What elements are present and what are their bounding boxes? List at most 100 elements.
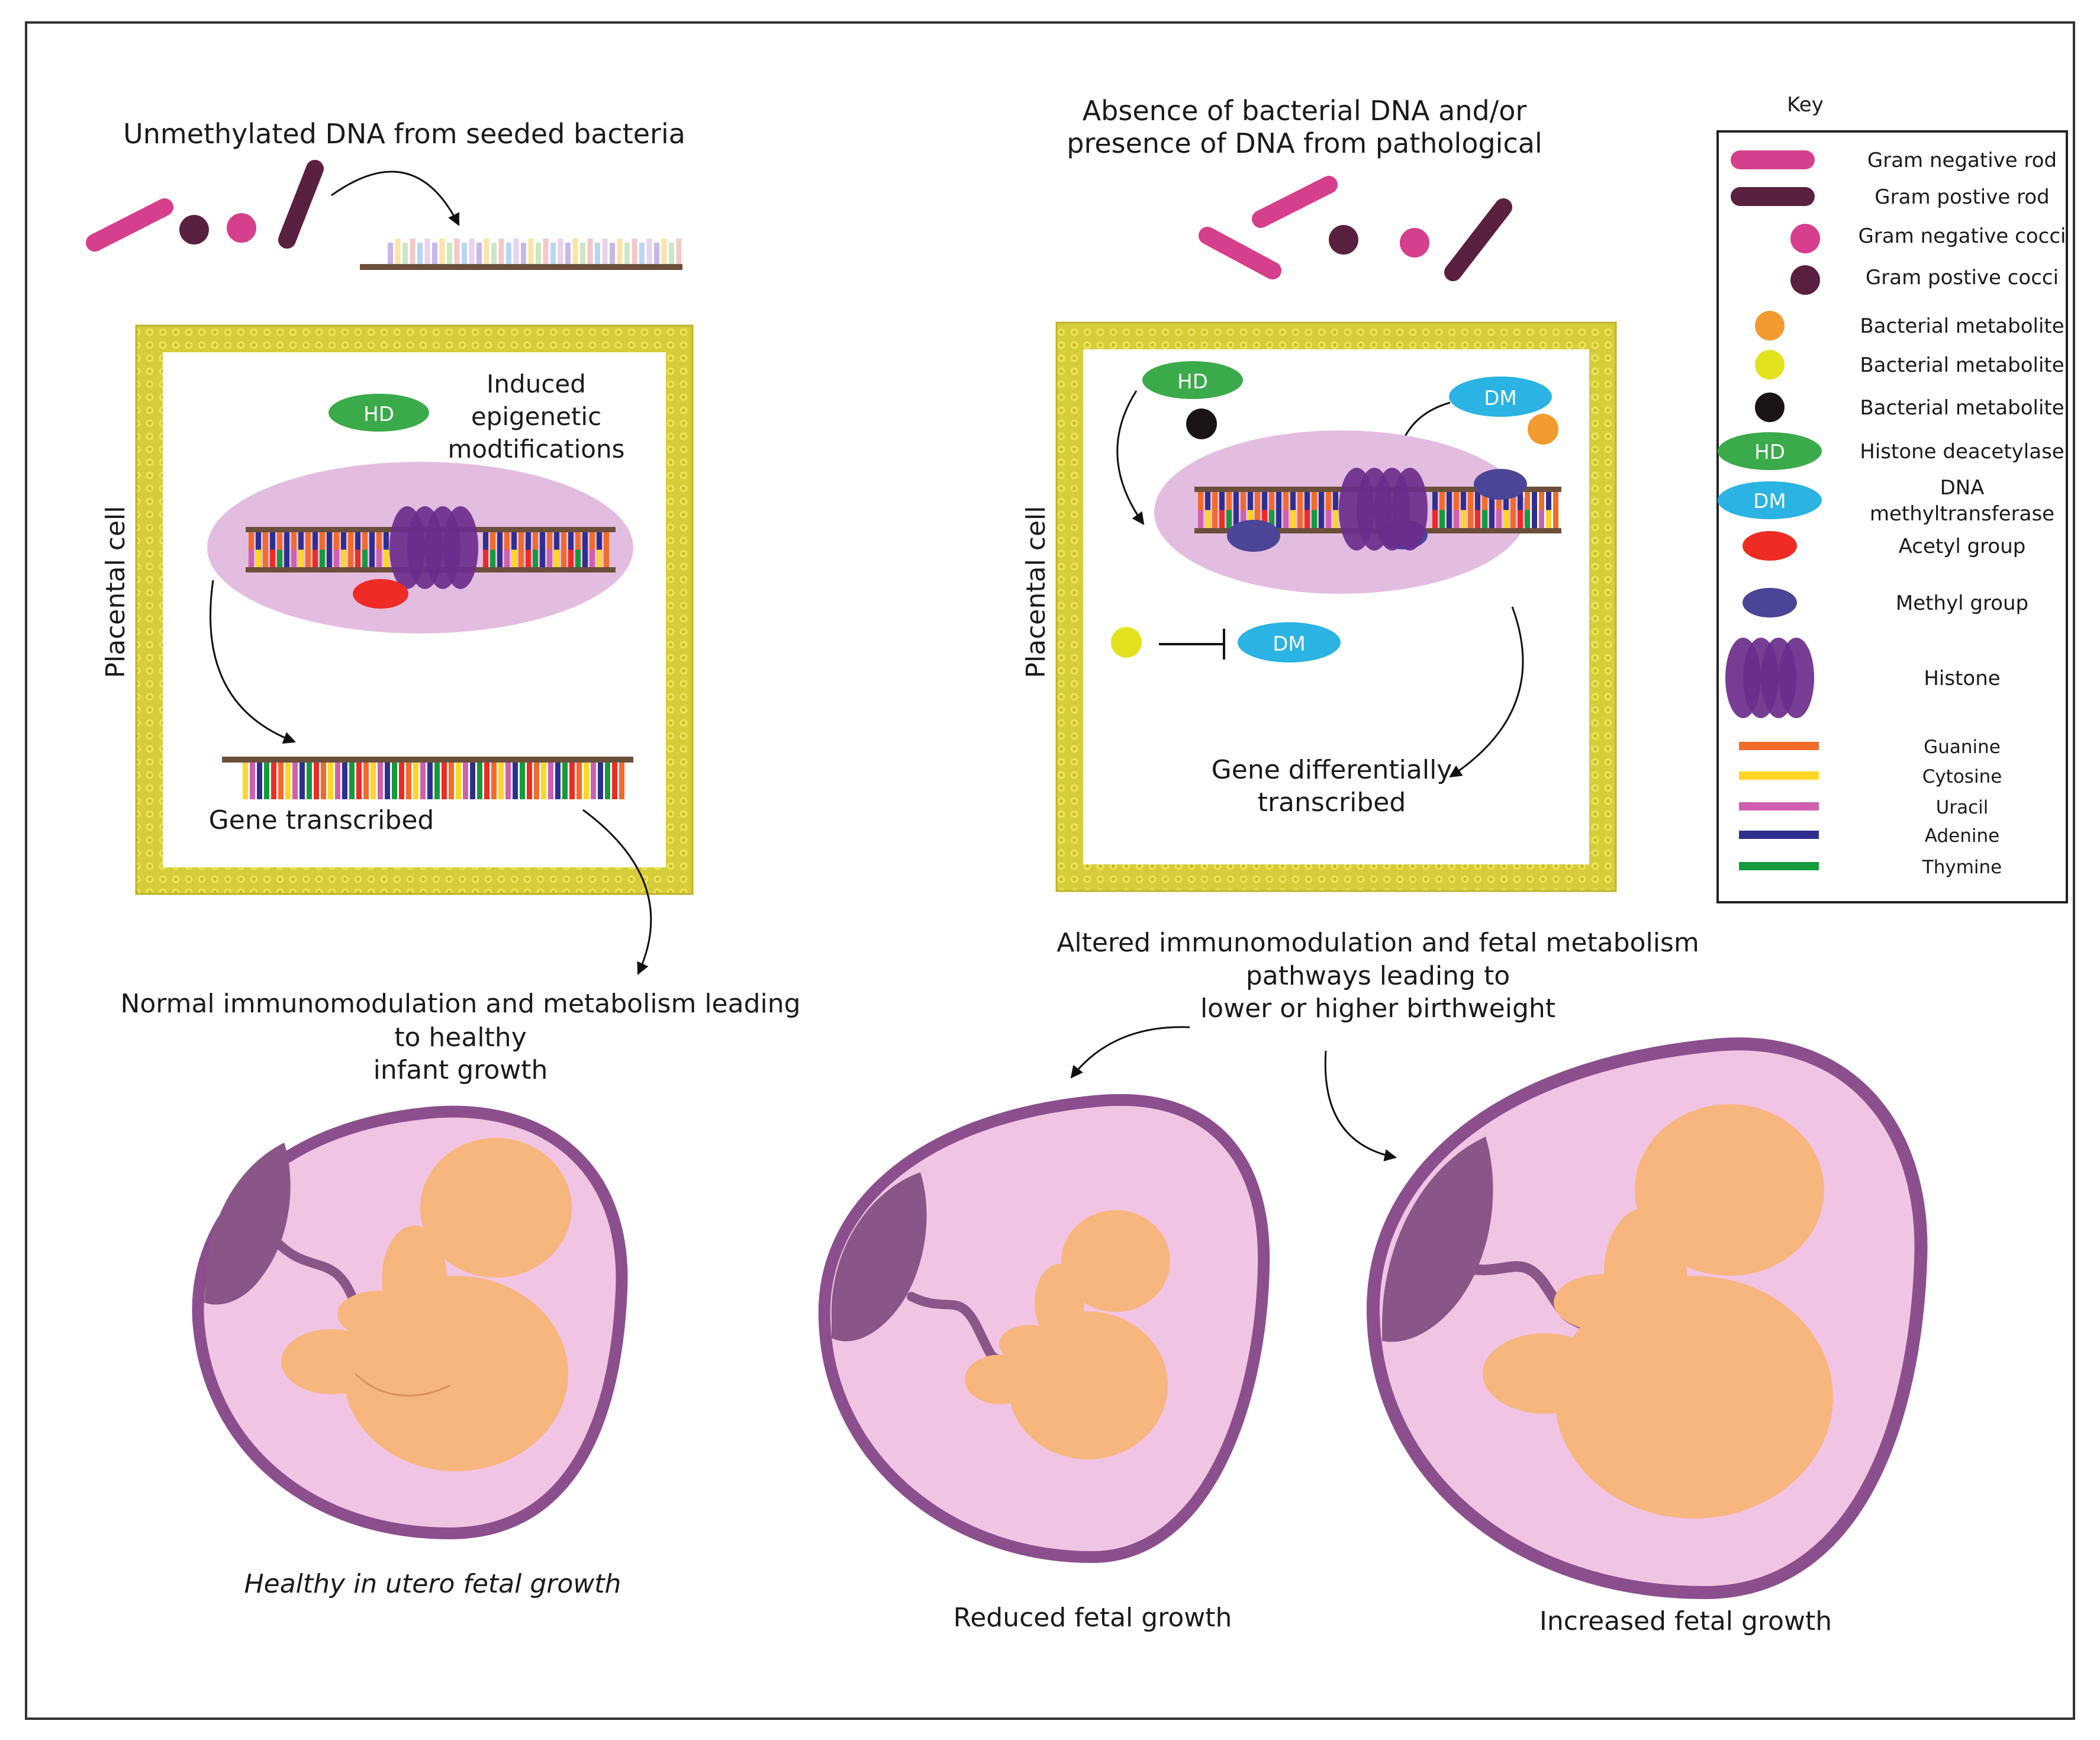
key-row: Gram negative cocci bbox=[1790, 224, 2066, 253]
key-label: Guanine bbox=[1924, 736, 2001, 758]
key-row: Thymine bbox=[1739, 857, 2002, 878]
base-line-icon bbox=[1739, 831, 1819, 839]
key-row: Bacterial metabolite bbox=[1755, 393, 2064, 422]
key-label: Bacterial metabolite bbox=[1860, 314, 2064, 338]
left-bacteria bbox=[86, 160, 324, 252]
base-line-icon bbox=[1739, 771, 1819, 780]
acetyl-group-left bbox=[353, 579, 408, 609]
metabolite-icon bbox=[1755, 350, 1785, 379]
nucleus-to-gene-arrow-left bbox=[209, 580, 296, 744]
key-title: Key bbox=[1787, 93, 1824, 117]
right-gene-label-line-1: Gene differentially bbox=[1212, 755, 1452, 785]
metabolite-icon bbox=[1755, 311, 1785, 340]
right-outcome-line-3: lower or higher birthweight bbox=[1200, 993, 1555, 1024]
key-row: Histone bbox=[1725, 638, 2001, 718]
yellow-metabolite bbox=[1111, 627, 1142, 658]
outcome-to-increased-arrow bbox=[1324, 1050, 1397, 1162]
right-outcome-line-1: Altered immunomodulation and fetal metab… bbox=[1057, 928, 1699, 958]
placenta-reduced bbox=[831, 1172, 927, 1342]
key-row: Methyl group bbox=[1743, 588, 2028, 617]
gram-negative-rod-icon bbox=[86, 198, 173, 252]
dm-icon: DM bbox=[1718, 481, 1822, 519]
gram-positive-cocci-icon bbox=[179, 215, 209, 245]
gram-positive-rod-icon bbox=[1444, 198, 1512, 281]
key-label: DNA bbox=[1940, 476, 1985, 500]
hd-to-nucleus-arrow bbox=[1116, 390, 1145, 525]
key-row: Acetyl group bbox=[1743, 531, 2025, 561]
gram-negative-rod-icon bbox=[1252, 176, 1338, 228]
key-label: Gram postive cocci bbox=[1866, 266, 2059, 290]
base-line-icon bbox=[1739, 742, 1819, 750]
key-label: Histone deacetylase bbox=[1860, 440, 2064, 464]
placenta-increased bbox=[1382, 1137, 1493, 1342]
key-label: Bacterial metabolite bbox=[1860, 396, 2064, 420]
key-label: Acetyl group bbox=[1899, 535, 2026, 558]
hd-icon: HD bbox=[1718, 432, 1822, 470]
base-line-icon bbox=[1739, 862, 1819, 870]
right-outcome-line-2: pathways leading to bbox=[1246, 961, 1510, 991]
hd-enzyme-right bbox=[1142, 361, 1243, 399]
metabolite-icon bbox=[1755, 393, 1785, 422]
svg-text:HD: HD bbox=[1754, 440, 1785, 464]
right-cell-label: Placental cell bbox=[1021, 506, 1051, 678]
key-row: Gram postive cocci bbox=[1790, 265, 2059, 295]
gram-positive-cocci-icon bbox=[1329, 225, 1358, 255]
healthy-caption: Healthy in utero fetal growth bbox=[244, 1569, 621, 1599]
dm-enzyme-right bbox=[1449, 377, 1552, 417]
left-outcome-line-2: to healthy bbox=[394, 1022, 526, 1053]
modification-line-3: modtifications bbox=[447, 435, 624, 464]
fetus-healthy bbox=[281, 1138, 572, 1471]
cocci-icon bbox=[1790, 224, 1820, 253]
base-line-icon bbox=[1739, 802, 1819, 811]
left-outcome-line-1: Normal immunomodulation and metabolism l… bbox=[120, 989, 800, 1019]
key-row: HD Histone deacetylase bbox=[1718, 432, 2064, 470]
gram-negative-cocci-icon bbox=[227, 213, 256, 243]
left-top-caption: Unmethylated DNA from seeded bacteria bbox=[123, 118, 685, 150]
right-bacteria bbox=[1199, 176, 1512, 281]
reduced-caption: Reduced fetal growth bbox=[954, 1603, 1232, 1633]
key-label: Bacterial metabolite bbox=[1860, 353, 2064, 377]
gram-positive-rod-icon bbox=[278, 160, 324, 249]
unmethylated-dna-strand bbox=[360, 239, 682, 270]
histone-left bbox=[389, 506, 478, 589]
key-row: Bacterial metabolite bbox=[1755, 311, 2064, 340]
key-label: Methyl group bbox=[1896, 591, 2028, 615]
right-placental-cell bbox=[1055, 321, 1617, 892]
key-row: Adenine bbox=[1739, 825, 1999, 847]
hd-label-left: HD bbox=[363, 403, 394, 426]
inhibition-symbol bbox=[1159, 629, 1225, 660]
key-row: Cytosine bbox=[1739, 766, 2002, 787]
key-label: Histone bbox=[1924, 667, 2000, 690]
key-row: Gram negative rod bbox=[1731, 149, 2057, 172]
right-top-caption-line-1: Absence of bacterial DNA and/or bbox=[1083, 95, 1527, 127]
black-metabolite bbox=[1186, 409, 1217, 439]
modification-line-2: epigenetic bbox=[471, 402, 601, 431]
key-row: Uracil bbox=[1739, 797, 1988, 818]
placenta-healthy bbox=[204, 1143, 291, 1305]
acetyl-icon bbox=[1743, 531, 1797, 561]
key-label: Thymine bbox=[1922, 857, 2002, 878]
orange-metabolite bbox=[1528, 414, 1558, 445]
bacteria-to-dna-arrow bbox=[331, 171, 460, 226]
nucleus-to-gene-arrow-right bbox=[1449, 606, 1524, 778]
uterus-reduced bbox=[818, 1093, 1270, 1564]
histone-icon bbox=[1725, 638, 1814, 718]
methyl-group-right-3 bbox=[1474, 469, 1527, 500]
methyl-group-right-1 bbox=[1227, 520, 1280, 552]
transcribed-gene-left bbox=[222, 757, 633, 799]
key-label: Cytosine bbox=[1922, 766, 2002, 787]
increased-caption: Increased fetal growth bbox=[1539, 1606, 1832, 1636]
dm-label-inhibited: DM bbox=[1273, 632, 1306, 656]
svg-text:DM: DM bbox=[1753, 490, 1786, 513]
fetus-increased bbox=[1483, 1104, 1833, 1519]
uterus-increased bbox=[1366, 1037, 1928, 1600]
key-label: Uracil bbox=[1936, 797, 1989, 818]
cocci-icon bbox=[1790, 265, 1820, 295]
gene-to-outcome-arrow-left bbox=[582, 809, 652, 975]
left-cell-label: Placental cell bbox=[101, 506, 131, 678]
gram-negative-cocci-icon bbox=[1400, 228, 1429, 258]
right-gene-label-line-2: transcribed bbox=[1258, 787, 1406, 818]
dm-enzyme-inhibited bbox=[1238, 622, 1341, 662]
